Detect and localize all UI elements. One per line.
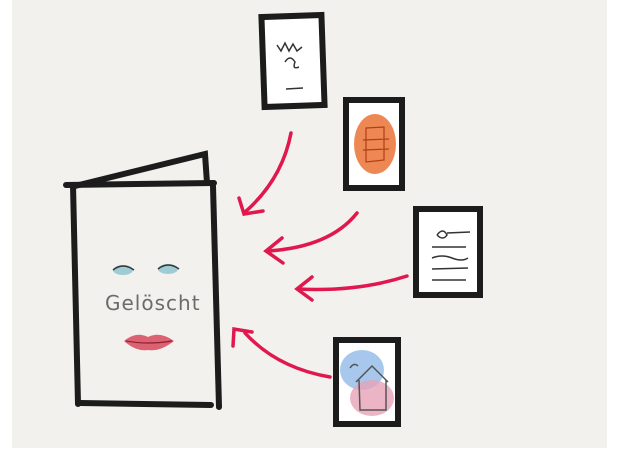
page-orange-sketch — [343, 97, 405, 191]
arrow-from-handwriting — [237, 131, 293, 216]
right-eye-lid — [157, 264, 180, 270]
house-sketch-lines — [349, 363, 389, 411]
text-line-3 — [431, 255, 469, 261]
text-line-1 — [436, 230, 471, 239]
arrow-from-text-document — [294, 274, 409, 302]
arrows — [231, 131, 409, 379]
orange-sketch-lines — [362, 126, 390, 163]
book-label: Gelöscht — [105, 291, 201, 315]
arrow-from-house-picture — [231, 326, 332, 379]
page-text-frame — [413, 206, 483, 298]
page-house-picture — [333, 337, 401, 427]
arrow-from-orange-sketch — [263, 211, 359, 265]
book-back-cover — [72, 150, 210, 189]
left-eye-lid — [112, 265, 135, 271]
book-top-edge — [63, 180, 217, 188]
house-blue-wash — [340, 350, 384, 390]
lips-line — [125, 340, 173, 344]
page-handwriting-frame — [258, 11, 328, 111]
house-pink-wash — [350, 380, 394, 416]
scribble-line-2 — [284, 57, 300, 69]
text-line-4 — [431, 267, 469, 270]
page-text-document — [413, 206, 483, 298]
book-face: Gelöscht — [105, 264, 201, 351]
book-left-edge — [70, 182, 81, 407]
scribble-line-1 — [276, 41, 303, 53]
orange-wash — [354, 114, 396, 174]
scribble-line-3 — [285, 87, 304, 90]
page-handwriting — [258, 11, 328, 111]
book-right-edge — [210, 183, 222, 410]
book-bottom-edge — [77, 400, 214, 408]
book-figure — [63, 150, 222, 410]
